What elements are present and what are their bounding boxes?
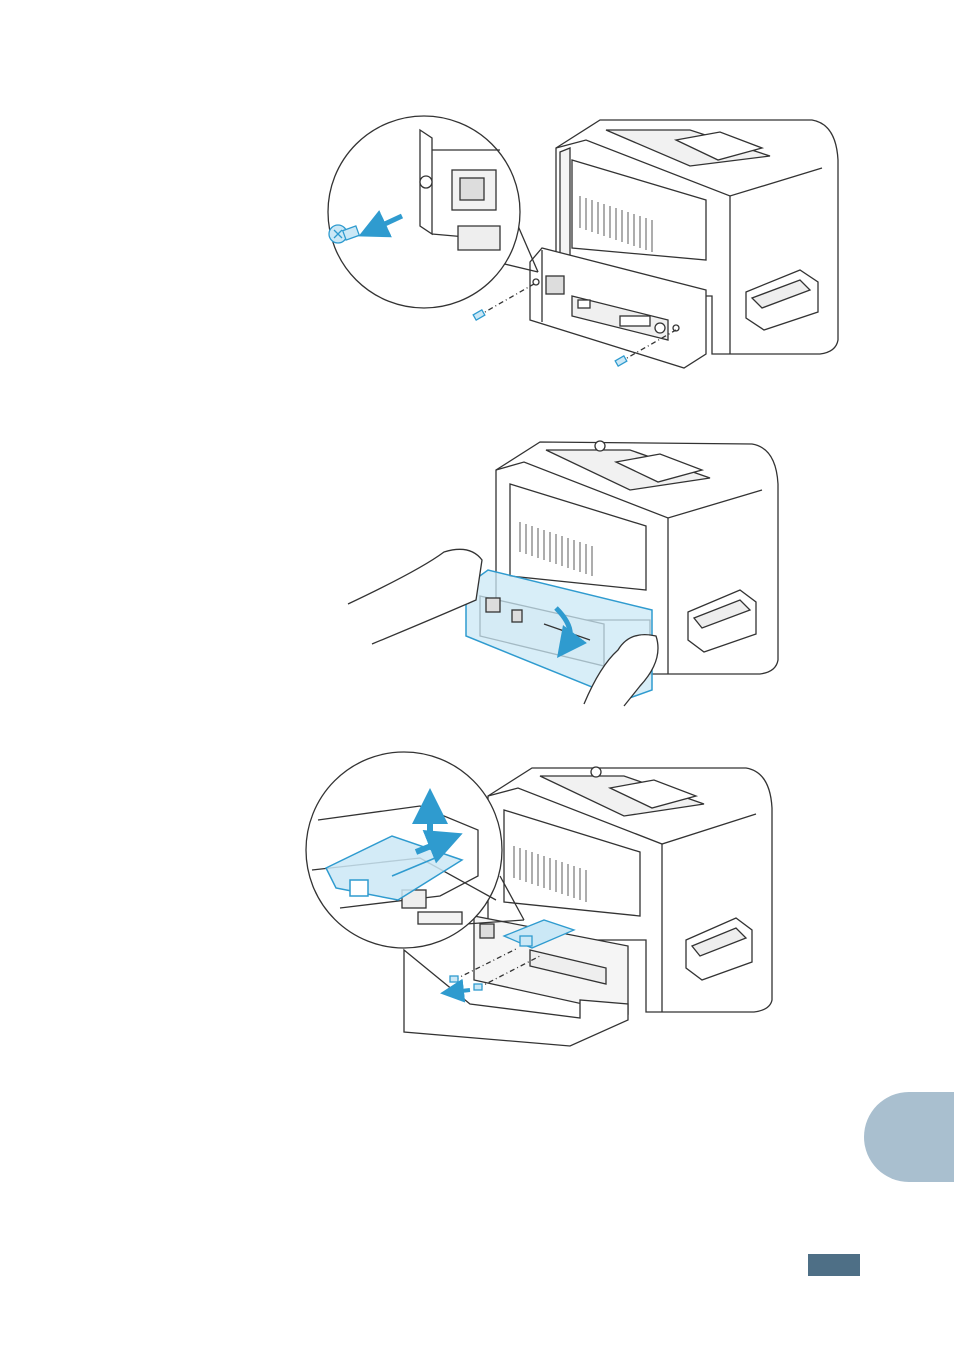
zoom-callout-screw — [328, 116, 538, 308]
figure-2-open-cover — [348, 441, 778, 706]
figure-3-remove-plate — [306, 752, 772, 1046]
chapter-tab — [864, 1092, 954, 1182]
printer-rear-view — [530, 120, 838, 368]
arrow-icon — [452, 990, 470, 992]
page-number-box — [808, 1254, 860, 1276]
figure-1-remove-screws — [328, 116, 838, 368]
